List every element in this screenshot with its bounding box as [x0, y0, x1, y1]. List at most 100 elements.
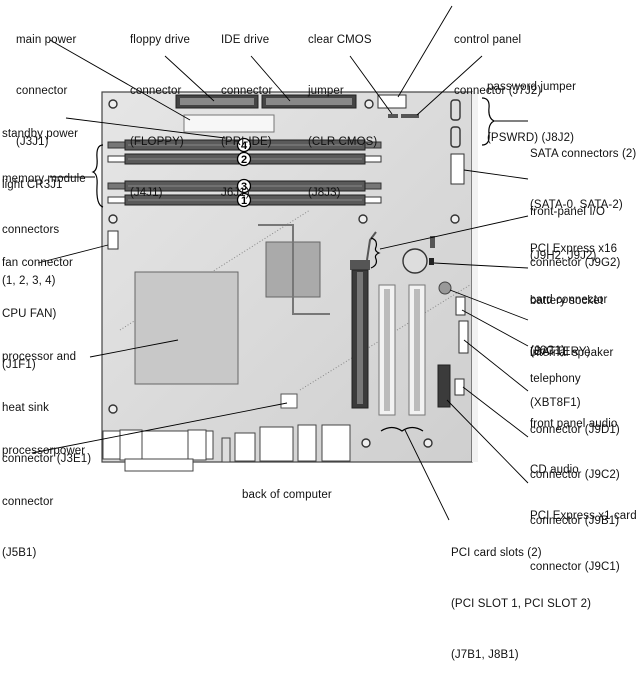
processor-socket [134, 271, 239, 385]
label-line: battery socket [530, 295, 603, 307]
caption-back-of-computer: back of computer [242, 489, 332, 501]
label-fan-connector: fan connector CPU FAN) (J1F1) [2, 221, 73, 391]
memory-slot-2: 2 [107, 151, 382, 167]
label-line: (SATA-0, SATA-2) [530, 199, 623, 211]
memory-latch [107, 196, 127, 204]
label-line: (FLOPPY) [130, 136, 184, 148]
label-line: J6J1) [221, 187, 250, 199]
memory-latch [107, 155, 127, 163]
main-power-connector [183, 114, 275, 133]
label-line: connector [221, 85, 273, 97]
label-line: (PSWRD) (J8J2) [487, 132, 575, 144]
label-line: connector (J7J2) [454, 85, 542, 97]
memory-latch [107, 182, 127, 190]
fan-connector [107, 230, 119, 250]
label-line: (J9H2, J9J2) [530, 250, 597, 262]
label-line: SATA connectors (2) [530, 148, 637, 160]
label-line: password jumper [487, 81, 577, 93]
memory-slots: 42 3 1 [107, 137, 382, 208]
sata-connector [450, 99, 461, 121]
label-line: floppy drive [130, 34, 191, 46]
label-line: processorpower [2, 445, 86, 457]
label-line: (J4J1) [130, 187, 163, 199]
label-front-panel-audio: front panel audio connector (J9C2) [530, 382, 620, 501]
label-line: CPU FAN) [2, 308, 57, 320]
memory-slot-number-badge [236, 137, 252, 153]
jumper [430, 236, 435, 248]
label-line: heat sink [2, 402, 49, 414]
label-line: control panel [454, 34, 522, 46]
mounting-hole [108, 404, 118, 414]
label-line: (J7B1, J8B1) [451, 649, 519, 661]
label-line: internal speaker [530, 347, 614, 359]
label-front-panel-io: front-panel I/O connector (J9G2) [530, 170, 620, 289]
mounting-hole [423, 438, 433, 448]
label-cd-audio: CD audio connector (J9B1) [530, 428, 619, 547]
label-pcie-x16: PCI Express x16 card connector (J6C1) [530, 207, 617, 377]
label-line: (J3J1) [16, 136, 49, 148]
label-line: connector (J9G2) [530, 257, 621, 269]
label-line: memory module [2, 173, 86, 185]
processor-power-connector [280, 393, 298, 409]
pci-slot-2 [408, 284, 426, 416]
label-clear-cmos-jumper: clear CMOS jumper (CLR CMOS) (J8J3) [308, 0, 377, 219]
mounting-hole [108, 214, 118, 224]
memory-slot-4: 4 [107, 137, 382, 153]
label-telephony-connector: telephony connector (J9D1) [530, 337, 620, 456]
label-line: standby power [2, 128, 79, 140]
label-main-power-connector: main power connector (J3J1) [16, 0, 76, 168]
label-line: connector (J3E1) [2, 453, 92, 465]
label-internal-speaker: internal speaker [530, 311, 613, 379]
label-line: front-panel I/O [530, 206, 606, 218]
label-line: fan connector [2, 257, 73, 269]
memory-slot-number: 1 [241, 195, 247, 207]
mounting-holes [108, 99, 460, 448]
pci-slot-1 [378, 284, 396, 416]
front-panel-io-connector [450, 153, 465, 185]
label-line: connector [16, 85, 68, 97]
label-line: card connector [530, 294, 608, 306]
label-line: connector (J9B1) [530, 515, 620, 527]
label-line: PCI Express x16 [530, 243, 618, 255]
label-line: connectors [2, 224, 60, 236]
label-processor-power: processorpower connector (J5B1) [2, 409, 85, 579]
label-battery-socket: battery socket (BATTERY) (XBT8F1) [530, 259, 603, 429]
leader-lines [31, 5, 529, 521]
label-line: processor and [2, 351, 77, 363]
front-panel-audio-connector [458, 320, 469, 354]
heatsink-clip [258, 224, 330, 315]
label-line: connector [130, 85, 182, 97]
mounting-hole [358, 214, 368, 224]
label-line: light CR3J1 [2, 179, 63, 191]
label-line: connector (J9C2) [530, 469, 620, 481]
mounting-hole [108, 99, 118, 109]
label-line: front panel audio [530, 418, 618, 430]
label-line: PCI card slots (2) [451, 547, 542, 559]
cd-audio-connector [454, 378, 465, 396]
label-line: (PCI SLOT 1, PCI SLOT 2) [451, 598, 592, 610]
label-standby-power-light: standby power light CR3J1 [2, 92, 78, 211]
label-line: (CLR CMOS) [308, 136, 378, 148]
label-password-jumper: password jumper (PSWRD) (J8J2) [487, 45, 576, 164]
mounting-hole [361, 438, 371, 448]
memory-slot-number-badge [236, 151, 252, 167]
label-sata-connectors: SATA connectors (2) (SATA-0, SATA-2) (J9… [530, 112, 636, 282]
label-processor-connector: processor and heat sink connector (J3E1) [2, 315, 91, 485]
label-line: (J6C1) [530, 345, 566, 357]
label-line: connector (J9D1) [530, 424, 620, 436]
label-control-panel-connector: control panel connector (J7J2) [454, 0, 541, 117]
telephony-connector [455, 296, 466, 316]
clear-cmos-jumper [388, 114, 398, 118]
password-jumper [401, 114, 419, 118]
memory-latch [107, 141, 127, 149]
internal-speaker [438, 281, 452, 295]
label-line: clear CMOS [308, 34, 372, 46]
control-panel-connector [377, 94, 407, 109]
label-line: connector (J9C1) [530, 561, 620, 573]
label-line: (J5B1) [2, 547, 37, 559]
memory-slot-number: 3 [241, 181, 247, 193]
battery-socket-clip [429, 258, 434, 265]
sata-connector [450, 126, 461, 148]
label-ide-connector: IDE drive connector (PRI-IDE) J6J1) [221, 0, 272, 219]
label-line: (1, 2, 3, 4) [2, 275, 56, 287]
